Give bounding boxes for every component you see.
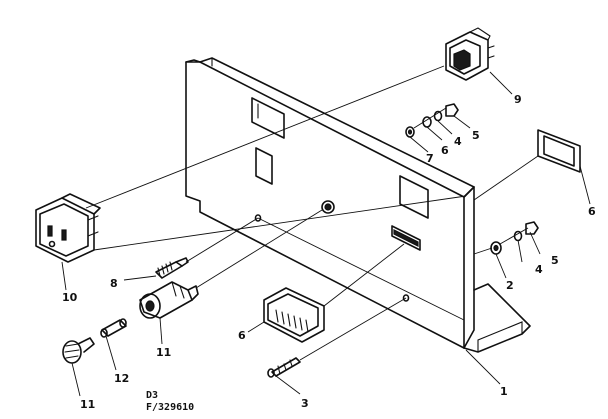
callout-3: 3 bbox=[301, 397, 309, 410]
callout-7: 7 bbox=[426, 152, 434, 165]
callout-6-right: 6 bbox=[588, 205, 596, 218]
callout-4-upper: 4 bbox=[454, 135, 462, 148]
right-hardware-stack bbox=[490, 221, 539, 255]
callout-11-lower: 11 bbox=[80, 398, 95, 411]
callout-9: 9 bbox=[514, 93, 522, 106]
callout-10: 10 bbox=[62, 291, 78, 304]
pilot-lamp bbox=[155, 257, 189, 279]
drawing-code: D3 F/329610 bbox=[146, 390, 194, 413]
callout-2: 2 bbox=[506, 279, 514, 292]
indicator-light-assembly bbox=[263, 287, 325, 343]
fuse-holder bbox=[139, 281, 199, 319]
callout-6-upper: 6 bbox=[441, 144, 449, 157]
fuse-cap bbox=[62, 337, 95, 364]
drawing-code-line-2: F/329610 bbox=[146, 402, 194, 413]
callout-11-upper: 11 bbox=[156, 346, 171, 359]
gasket bbox=[537, 129, 581, 173]
callout-1: 1 bbox=[500, 385, 508, 398]
knob-cap bbox=[321, 200, 335, 214]
callout-5-upper: 5 bbox=[472, 129, 480, 142]
callout-4-right: 4 bbox=[535, 263, 543, 276]
callout-5-right: 5 bbox=[551, 254, 559, 267]
callout-6-lower: 6 bbox=[238, 329, 246, 342]
control-panel-bracket bbox=[185, 57, 531, 353]
fuse bbox=[100, 318, 127, 338]
callout-labels: 1 2 3 4 4 5 5 6 6 6 7 8 9 10 11 11 12 bbox=[62, 93, 596, 411]
receptacle-outlet bbox=[35, 193, 101, 263]
assembly-leaders bbox=[61, 65, 591, 397]
drawing-code-line-1: D3 bbox=[146, 390, 158, 401]
screw bbox=[267, 357, 301, 378]
callout-8: 8 bbox=[110, 277, 118, 290]
rocker-switch bbox=[445, 27, 495, 81]
callout-12: 12 bbox=[114, 372, 129, 385]
